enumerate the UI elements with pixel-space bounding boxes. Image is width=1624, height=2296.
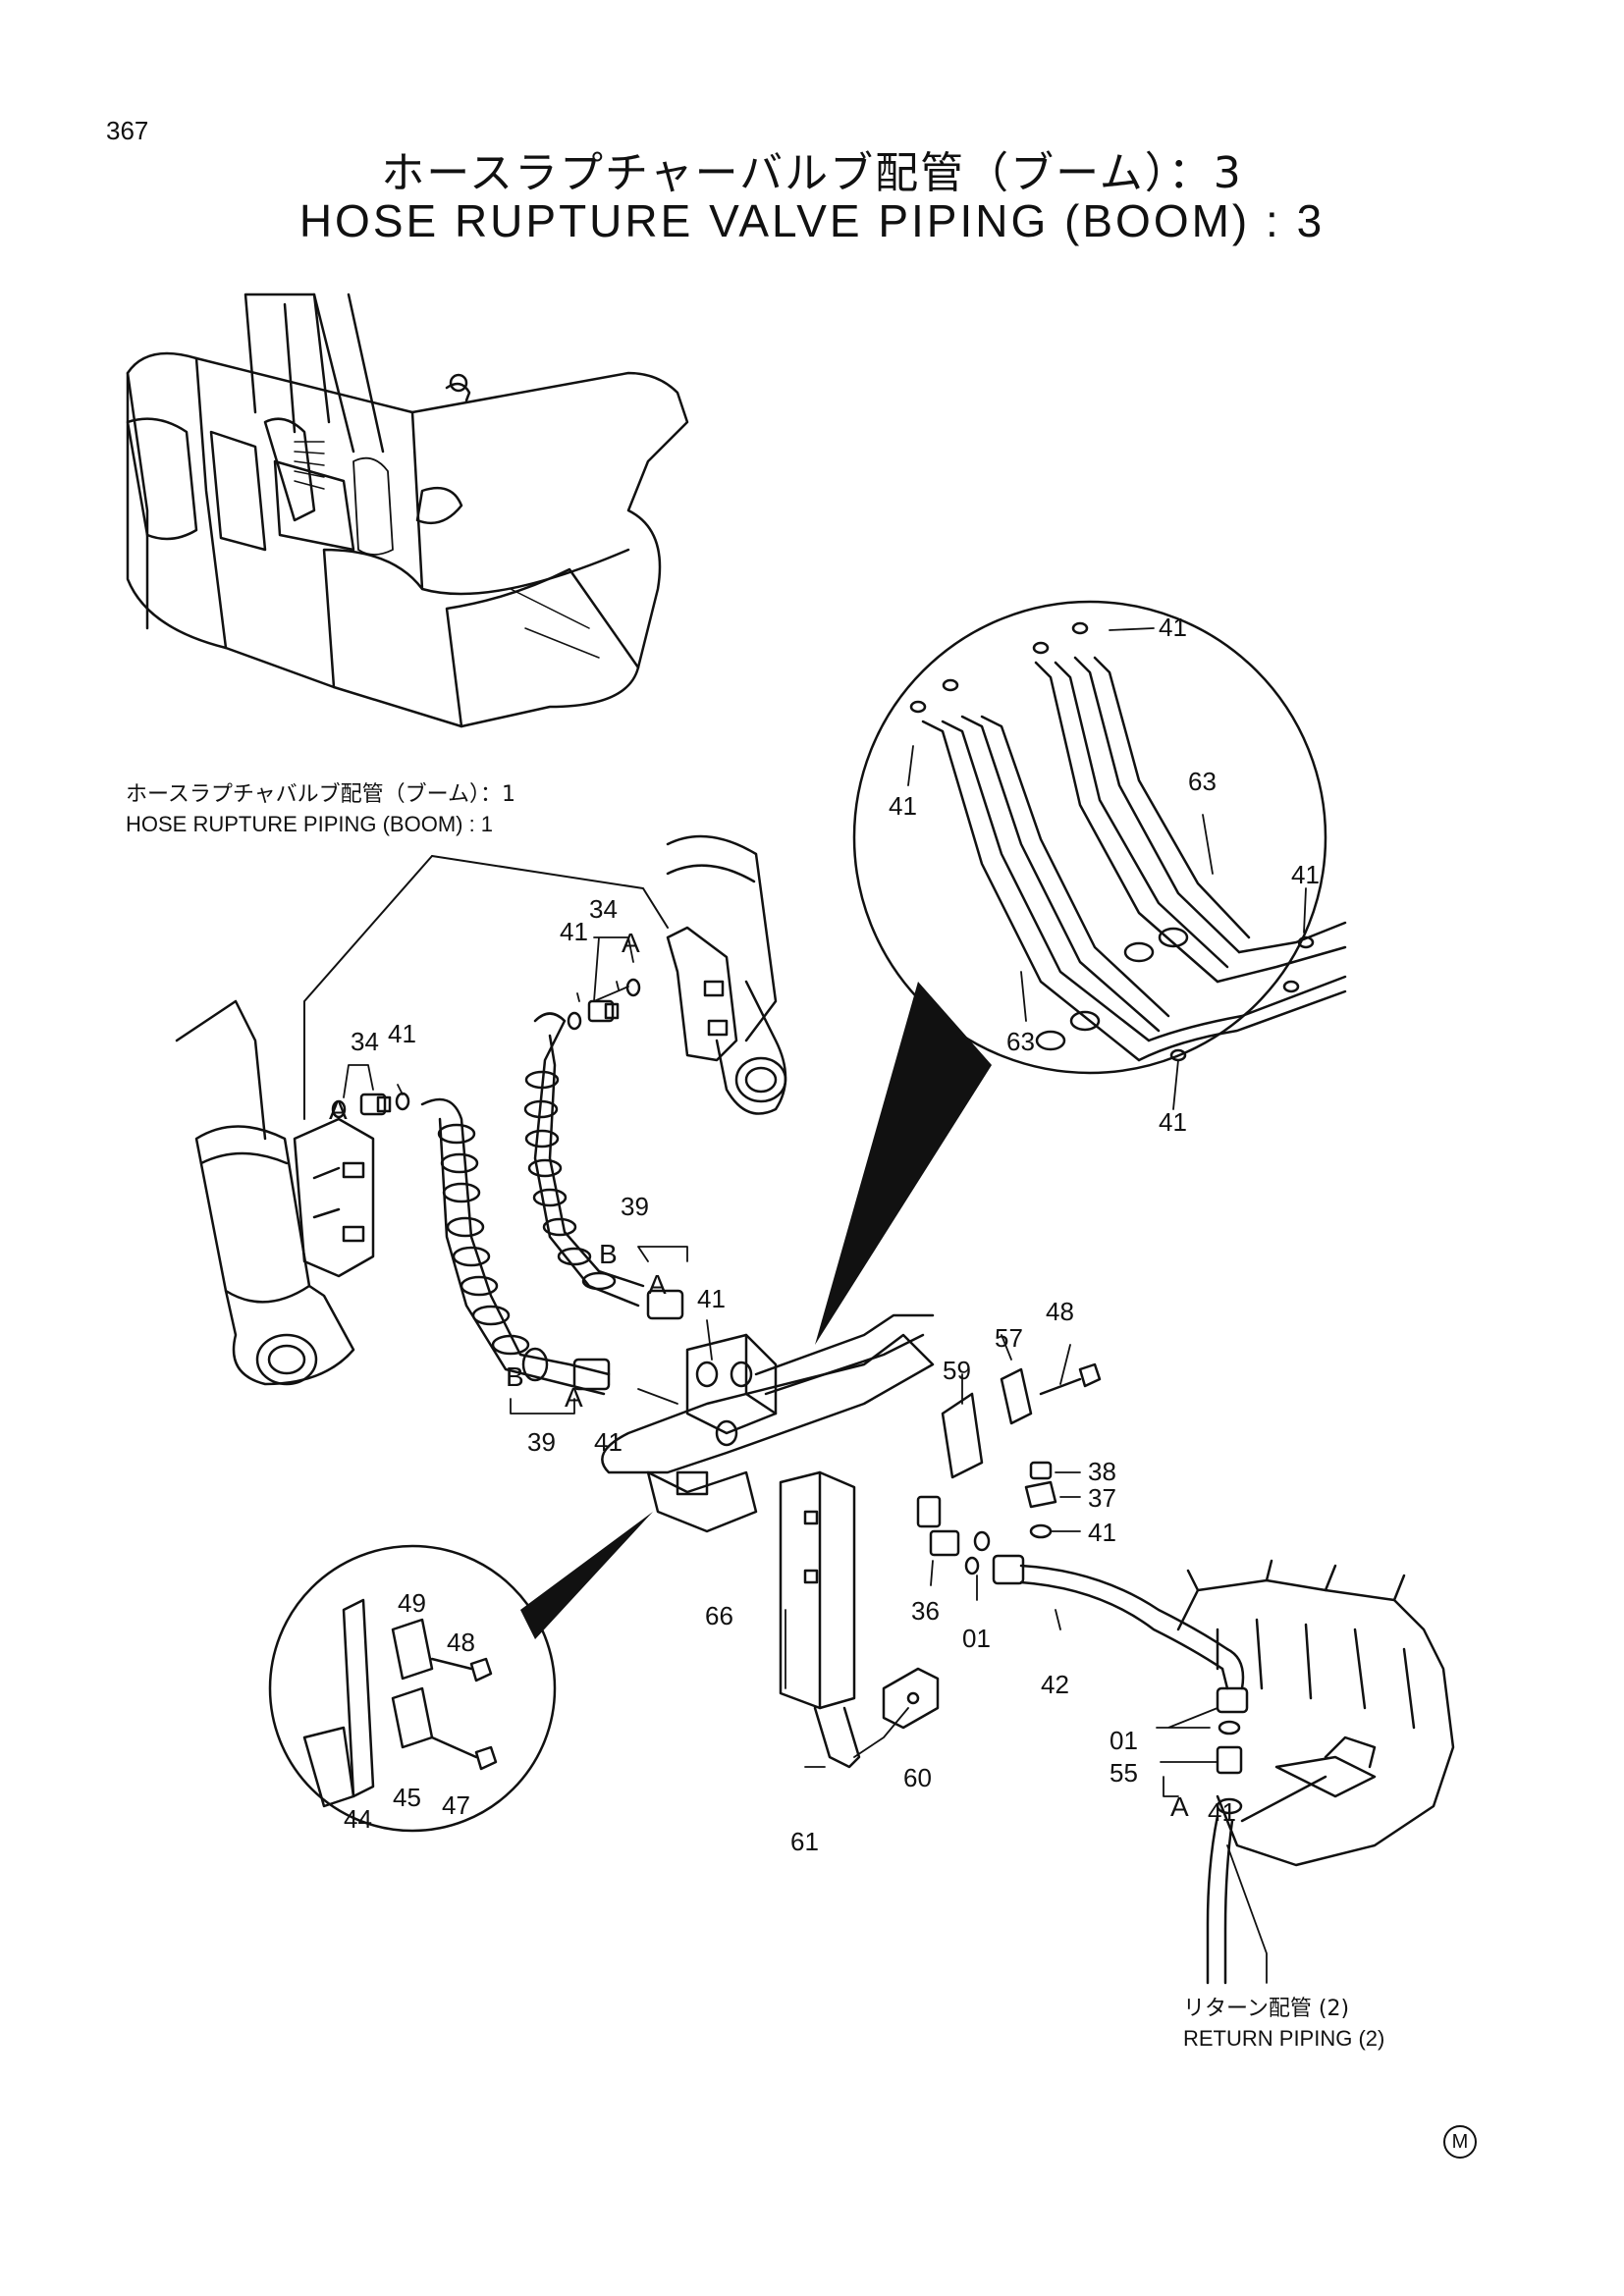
- callout-48: 48: [1046, 1297, 1074, 1326]
- page-number: 367: [106, 116, 149, 145]
- port-letter: B: [599, 1239, 618, 1269]
- callout-45: 45: [393, 1783, 421, 1812]
- callout-01: 01: [962, 1624, 991, 1653]
- circled-m-mark: M: [1443, 2125, 1477, 2159]
- callout-41: 41: [560, 917, 588, 946]
- callout-41: 41: [697, 1284, 726, 1313]
- right-boom-cylinder: [666, 834, 787, 1115]
- callout-66: 66: [705, 1601, 733, 1630]
- callout-47: 47: [442, 1790, 470, 1820]
- reference-label-boom-piping: ホースラプチャバルブ配管（ブーム）：1 HOSE RUPTURE PIPING …: [126, 780, 515, 839]
- page-title-english: HOSE RUPTURE VALVE PIPING (BOOM) : 3: [298, 195, 1326, 246]
- port-letter: A: [1170, 1791, 1189, 1822]
- callout-63: 63: [1188, 767, 1217, 796]
- port-letter: B: [506, 1362, 524, 1392]
- callout-38: 38: [1088, 1457, 1116, 1486]
- bracket-66: [779, 1470, 940, 1769]
- callout-39: 39: [527, 1427, 556, 1457]
- bolt-48: [1039, 1362, 1102, 1396]
- reference-label-jp: リターン配管 (2): [1183, 1997, 1350, 2021]
- callout-41: 41: [1159, 1107, 1187, 1137]
- clamp-57: [1000, 1367, 1033, 1425]
- callout-34: 34: [589, 894, 618, 924]
- left-boom-cylinder: [175, 999, 375, 1386]
- callout-42: 42: [1041, 1670, 1069, 1699]
- port-letter: A: [329, 1095, 348, 1125]
- callout-41: 41: [594, 1427, 623, 1457]
- hose-39-left: [420, 1097, 611, 1396]
- callout-41: 41: [1291, 860, 1320, 889]
- callout-41: 41: [889, 791, 917, 821]
- leader-lines: [343, 627, 1307, 1984]
- callout-36: 36: [911, 1596, 940, 1626]
- control-valve: [1176, 1559, 1455, 1985]
- callout-63: 63: [1006, 1027, 1035, 1056]
- page-title-japanese: ホースラプチャーバルブ配管（ブーム）：3: [381, 148, 1243, 198]
- hose-39-right: [523, 1012, 684, 1320]
- callout-41: 41: [1159, 613, 1187, 642]
- clamp-59: [941, 1392, 984, 1479]
- callout-48: 48: [447, 1628, 475, 1657]
- nut-washer-stack: [1024, 1461, 1057, 1539]
- callout-41: 41: [1088, 1518, 1116, 1547]
- callout-41: 41: [1208, 1797, 1236, 1827]
- reference-label-return-piping: リターン配管 (2) RETURN PIPING (2): [1183, 1995, 1384, 2054]
- leader-line: [431, 855, 669, 929]
- leader-line: [303, 855, 433, 1120]
- callout-57: 57: [995, 1323, 1023, 1353]
- fitting-36: [916, 1495, 991, 1575]
- reference-label-en: RETURN PIPING (2): [1183, 2026, 1385, 2051]
- detail-circle-bracket: [268, 1512, 653, 1833]
- valve-block: [601, 1313, 935, 1533]
- fittings-34-41: [331, 978, 641, 1119]
- callout-37: 37: [1088, 1483, 1116, 1513]
- fittings-01-55-41: [1216, 1720, 1243, 1815]
- callout-55: 55: [1110, 1758, 1138, 1788]
- callout-61: 61: [790, 1827, 819, 1856]
- callout-49: 49: [398, 1588, 426, 1618]
- callout-39: 39: [621, 1192, 649, 1221]
- port-letter: A: [565, 1382, 583, 1413]
- reference-label-en: HOSE RUPTURE PIPING (BOOM) : 1: [126, 812, 494, 836]
- pipe-42: [992, 1554, 1249, 1714]
- excavator-overview: [126, 293, 689, 728]
- callout-41: 41: [388, 1019, 416, 1048]
- callout-44: 44: [344, 1804, 372, 1834]
- callout-labels: 41 41 63 41 63 41 41 34 34 41 39 41 39 4…: [329, 613, 1320, 1856]
- callout-34: 34: [351, 1027, 379, 1056]
- callout-60: 60: [903, 1763, 932, 1792]
- port-letter: A: [648, 1269, 667, 1300]
- callout-59: 59: [943, 1356, 971, 1385]
- callout-01: 01: [1110, 1726, 1138, 1755]
- detail-circle-hoses: [815, 600, 1347, 1345]
- reference-label-jp: ホースラプチャバルブ配管（ブーム）：1: [126, 782, 516, 807]
- port-letter: A: [622, 928, 640, 958]
